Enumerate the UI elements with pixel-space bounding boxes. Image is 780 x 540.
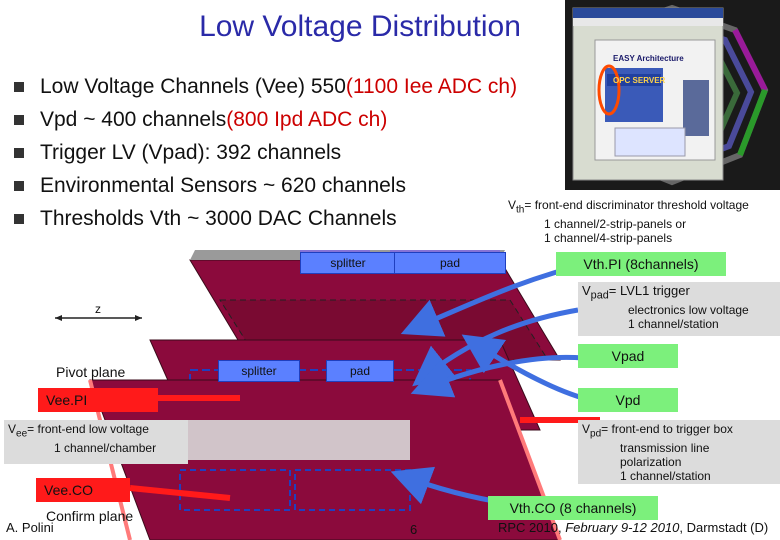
inset-heading: EASY Architecture	[613, 54, 684, 63]
footer-conference: RPC 2010, February 9-12 2010, Darmstadt …	[498, 520, 768, 535]
bullet-text: Low Voltage Channels (Vee) 550	[40, 74, 346, 98]
footer-conf-date: February 9-12 2010	[565, 520, 680, 535]
vpd-line4: 1 channel/station	[620, 469, 711, 484]
bullet-text: Trigger LV (Vpad): 392 channels	[40, 140, 342, 164]
bullet-square-icon	[14, 81, 24, 92]
footer-conf-place: , Darmstadt (D)	[679, 520, 769, 535]
vth-note: Vth= front-end discriminator threshold v…	[508, 198, 780, 245]
vpad-subscript: pad	[590, 289, 609, 302]
vee-co-label: Vee.CO	[36, 478, 130, 502]
bullet-extra: (1100 Iee ADC ch)	[345, 74, 518, 98]
vee-line2: 1 channel/chamber	[54, 441, 157, 456]
vpd-note: Vpd= front-end to trigger box transmissi…	[578, 420, 780, 484]
vpd-line3: polarization	[620, 455, 682, 470]
vpad-line2: electronics low voltage	[628, 302, 749, 317]
vth-subscript: th	[516, 204, 525, 216]
bullet-item: Vpd ~ 400 channels (800 Ipd ADC ch)	[14, 103, 594, 136]
vpd-box: Vpd	[578, 388, 678, 412]
vpad-symbol: V	[582, 283, 591, 298]
bullet-square-icon	[14, 114, 24, 125]
slide-title: Low Voltage Distribution	[199, 10, 521, 43]
splitter-mid-label: splitter	[218, 360, 300, 382]
bullet-item: Low Voltage Channels (Vee) 550 (1100 Iee…	[14, 70, 594, 103]
splitter-top-label: splitter	[300, 252, 396, 274]
bullet-item: Environmental Sensors ~ 620 channels	[14, 169, 594, 202]
bullet-item: Thresholds Vth ~ 3000 DAC Channels	[14, 202, 594, 235]
bullet-text: Vpd ~ 400 channels	[40, 107, 227, 131]
footer-author: A. Polini	[6, 520, 54, 535]
vee-subscript: ee	[16, 428, 28, 440]
vth-line1: = front-end discriminator threshold volt…	[524, 198, 749, 212]
vth-line2: 1 channel/2-strip-panels or	[544, 217, 687, 232]
vth-co-box: Vth.CO (8 channels)	[488, 496, 658, 520]
vpad-line1: = LVL1 trigger	[608, 283, 690, 298]
bullet-square-icon	[14, 180, 24, 191]
bullet-square-icon	[14, 213, 24, 224]
vth-pi-box: Vth.PI (8channels)	[556, 252, 726, 276]
pad-mid-label: pad	[326, 360, 394, 382]
footer-conf-name: RPC 2010,	[498, 520, 566, 535]
vee-symbol: V	[8, 422, 17, 436]
bullet-extra: (800 Ipd ADC ch)	[226, 107, 388, 131]
vpd-line1: = front-end to trigger box	[601, 422, 733, 436]
inset-box-label: OPC SERVER	[613, 76, 666, 85]
muon-barrel-graphic	[565, 0, 780, 190]
z-axis-label: z	[95, 302, 101, 316]
bullet-square-icon	[14, 147, 24, 158]
vth-line3: 1 channel/4-strip-panels	[544, 231, 673, 246]
pad-top-label: pad	[394, 252, 506, 274]
vee-note: Vee= front-end low voltage 1 channel/cha…	[4, 420, 188, 464]
vee-pi-label: Vee.PI	[38, 388, 158, 412]
pivot-plane-label: Pivot plane	[56, 364, 126, 380]
bullet-text: Environmental Sensors ~ 620 channels	[40, 173, 406, 197]
vpd-line2: transmission line	[620, 441, 710, 456]
bullet-item: Trigger LV (Vpad): 392 channels	[14, 136, 594, 169]
vth-symbol: V	[508, 198, 517, 212]
vpad-line3: 1 channel/station	[628, 316, 719, 331]
inset-architecture-image: EASY Architecture OPC SERVER	[565, 0, 780, 190]
vee-line1: = front-end low voltage	[27, 422, 149, 436]
vpd-symbol: V	[582, 422, 591, 436]
vpd-subscript: pd	[590, 428, 602, 440]
confirm-plane-label: Confirm plane	[46, 508, 134, 524]
vpad-note: Vpad= LVL1 trigger electronics low volta…	[578, 282, 780, 336]
bullet-list: Low Voltage Channels (Vee) 550 (1100 Iee…	[14, 70, 594, 235]
bullet-text: Thresholds Vth ~ 3000 DAC Channels	[40, 206, 397, 230]
footer-page-number: 6	[410, 522, 418, 537]
vpad-box: Vpad	[578, 344, 678, 368]
chamber-diagram	[55, 250, 601, 540]
